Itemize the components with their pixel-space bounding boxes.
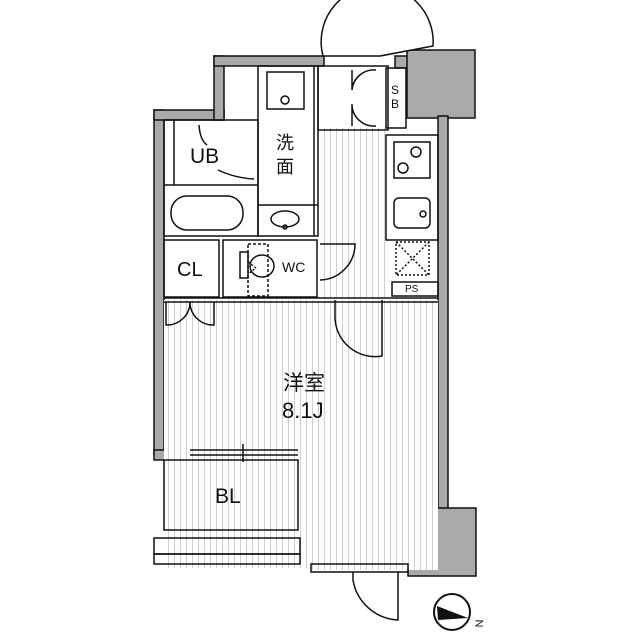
main-room-name: 洋室: [283, 371, 325, 395]
unit-bath-label: UB: [190, 145, 220, 168]
kitchen: [385, 134, 439, 241]
washroom-label-1: 洗: [276, 133, 294, 154]
hallway-floor: [320, 128, 386, 298]
main-room-size: 8.1J: [282, 398, 324, 423]
shoe-box-label-2: B: [391, 97, 400, 111]
shoe-box-label-1: S: [391, 83, 400, 97]
pipe-space: [391, 281, 439, 297]
compass-label: N: [472, 619, 485, 628]
washroom-label-2: 面: [276, 157, 294, 178]
balcony-label: BL: [215, 485, 241, 508]
washroom: [257, 65, 319, 237]
closet: [163, 239, 220, 298]
closet-label: CL: [177, 259, 203, 281]
toilet-room: [222, 239, 318, 298]
toilet-label: WC: [282, 259, 306, 275]
pipe-space-label: PS: [405, 284, 419, 295]
balcony: [163, 459, 299, 531]
compass-icon: [433, 593, 471, 631]
shoe-box: [385, 67, 407, 129]
